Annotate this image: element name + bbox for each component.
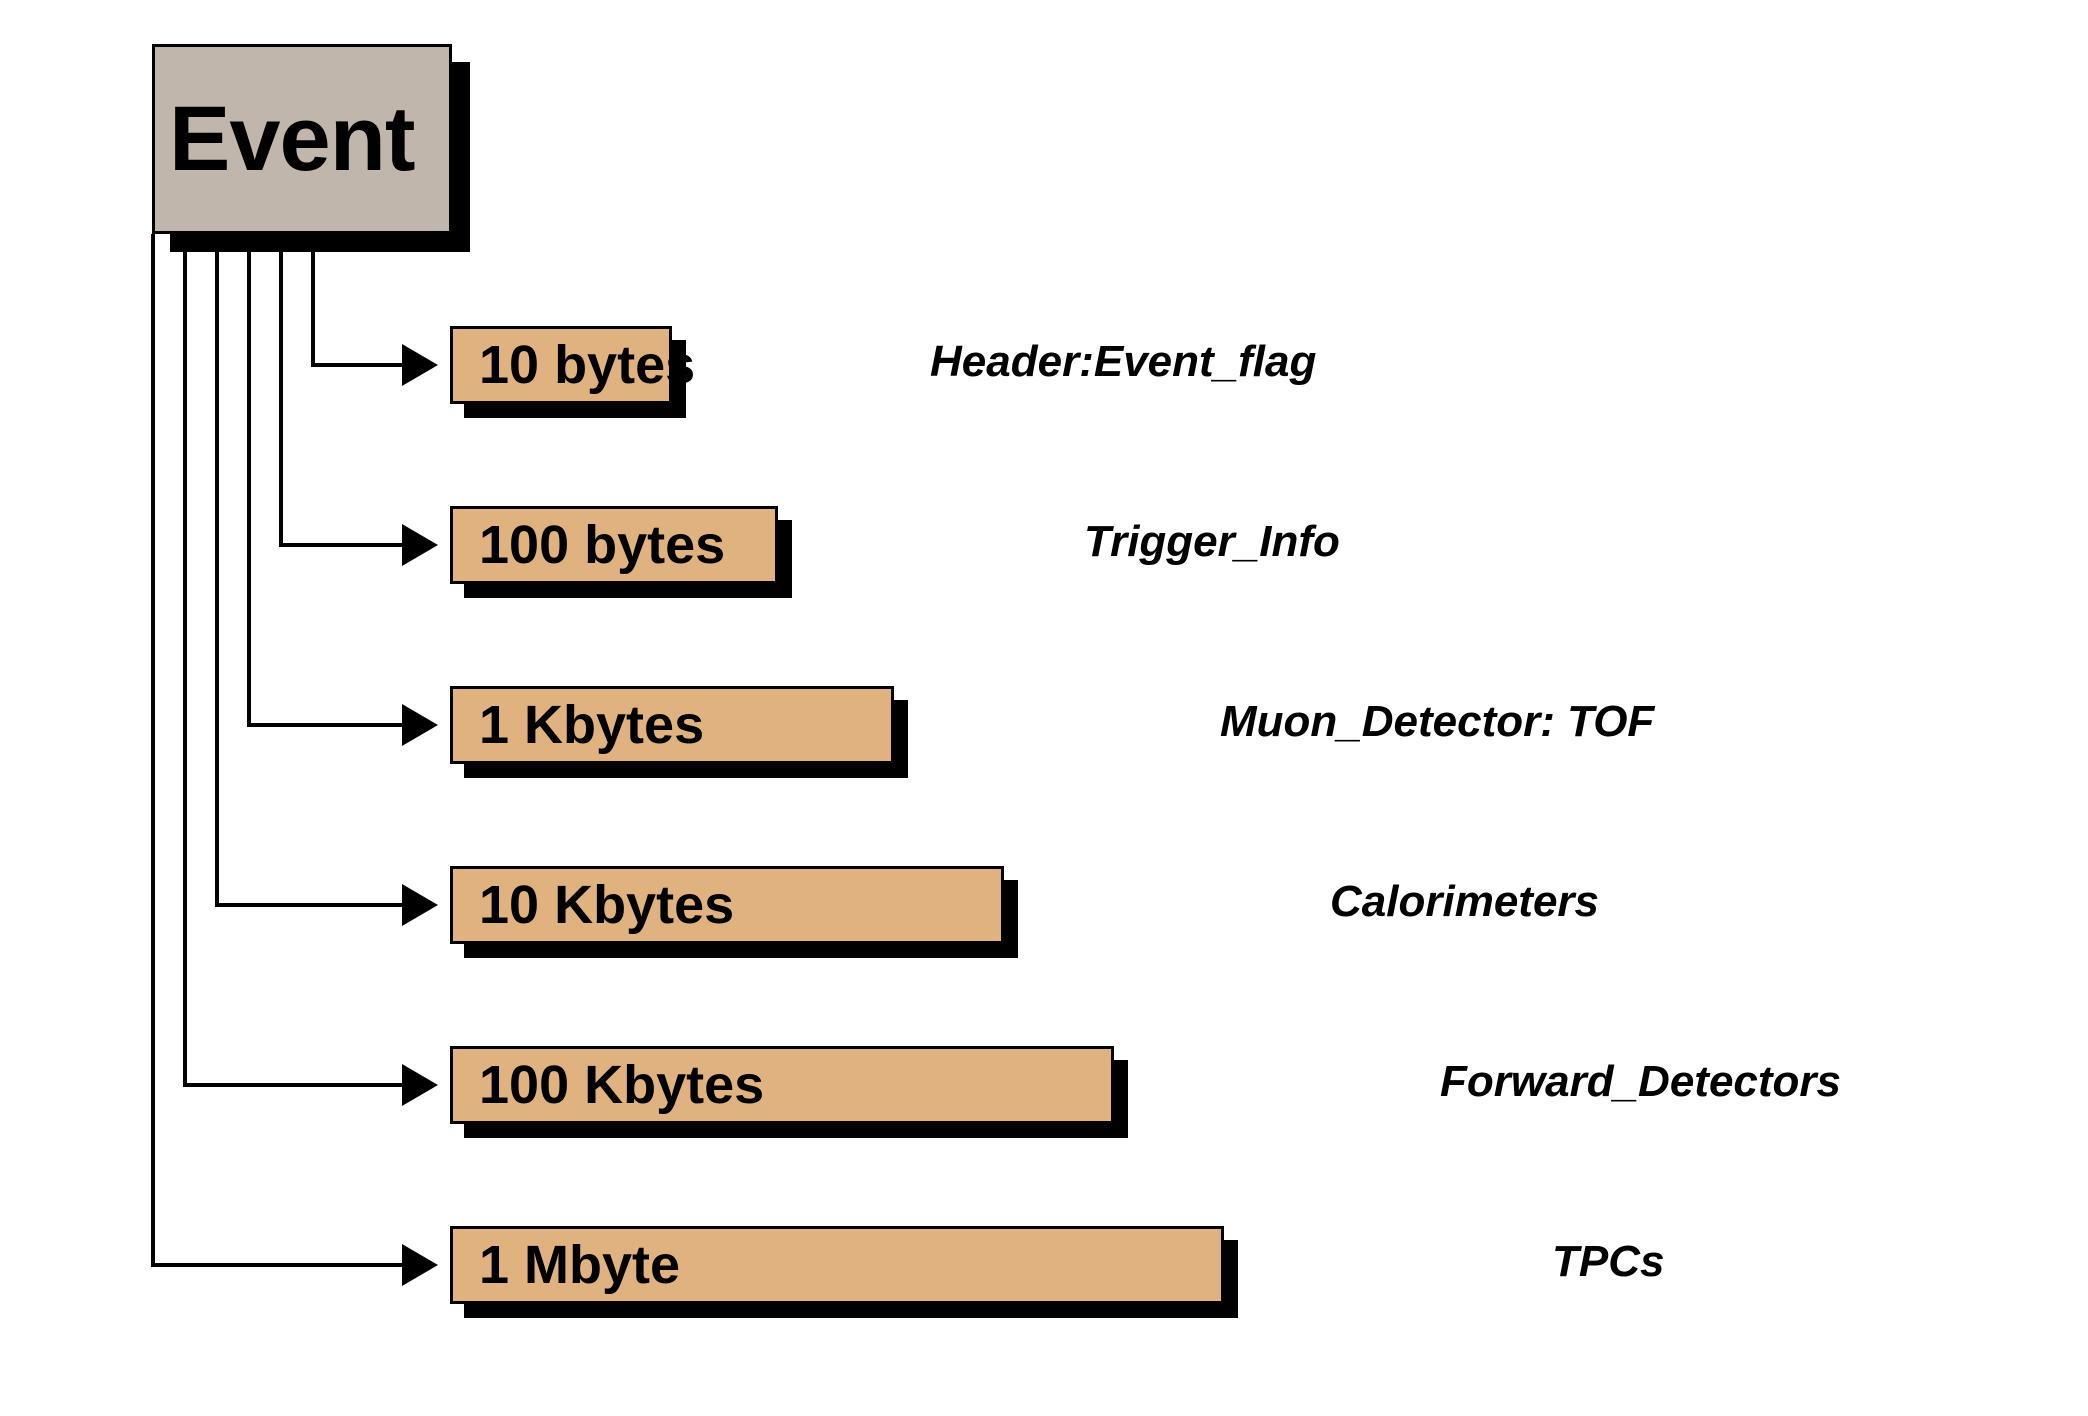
- size-bar[interactable]: 100 Kbytes: [450, 1046, 1114, 1124]
- component-name-label: Calorimeters: [1330, 877, 1600, 926]
- component-name-label: Muon_Detector: TOF: [1220, 697, 1655, 746]
- connector-line: [183, 234, 404, 1087]
- event-box[interactable]: Event: [152, 44, 452, 234]
- size-bar[interactable]: 1 Kbytes: [450, 686, 894, 764]
- size-bar[interactable]: 10 Kbytes: [450, 866, 1004, 944]
- connector-line: [151, 234, 404, 1267]
- arrowhead-icon: [402, 344, 438, 386]
- bar-value-label: 10 Kbytes: [479, 875, 735, 935]
- bar-value-label: 100 bytes: [479, 515, 726, 575]
- arrowhead-icon: [402, 1064, 438, 1106]
- arrowhead-icon: [402, 1244, 438, 1286]
- bar-value-label: 10 bytes: [479, 335, 696, 395]
- bar-value-label: 1 Mbyte: [479, 1235, 681, 1295]
- bar-value-label: 1 Kbytes: [479, 695, 705, 755]
- connector-line: [279, 234, 404, 547]
- connector-line: [311, 234, 404, 367]
- component-name-label: Header:Event_flag: [930, 337, 1317, 386]
- event-box-label: Event: [169, 88, 416, 190]
- size-bar[interactable]: 10 bytes: [450, 326, 695, 404]
- connector-line: [215, 234, 404, 907]
- size-bar[interactable]: 100 bytes: [450, 506, 778, 584]
- component-name-label: Forward_Detectors: [1440, 1057, 1842, 1106]
- arrowhead-icon: [402, 884, 438, 926]
- component-name-label: Trigger_Info: [1084, 517, 1340, 566]
- arrowhead-icon: [402, 704, 438, 746]
- bar-value-label: 100 Kbytes: [479, 1055, 765, 1115]
- component-name-label: TPCs: [1552, 1237, 1665, 1286]
- size-bar[interactable]: 1 Mbyte: [450, 1226, 1224, 1304]
- arrowhead-icon: [402, 524, 438, 566]
- connector-line: [247, 234, 404, 727]
